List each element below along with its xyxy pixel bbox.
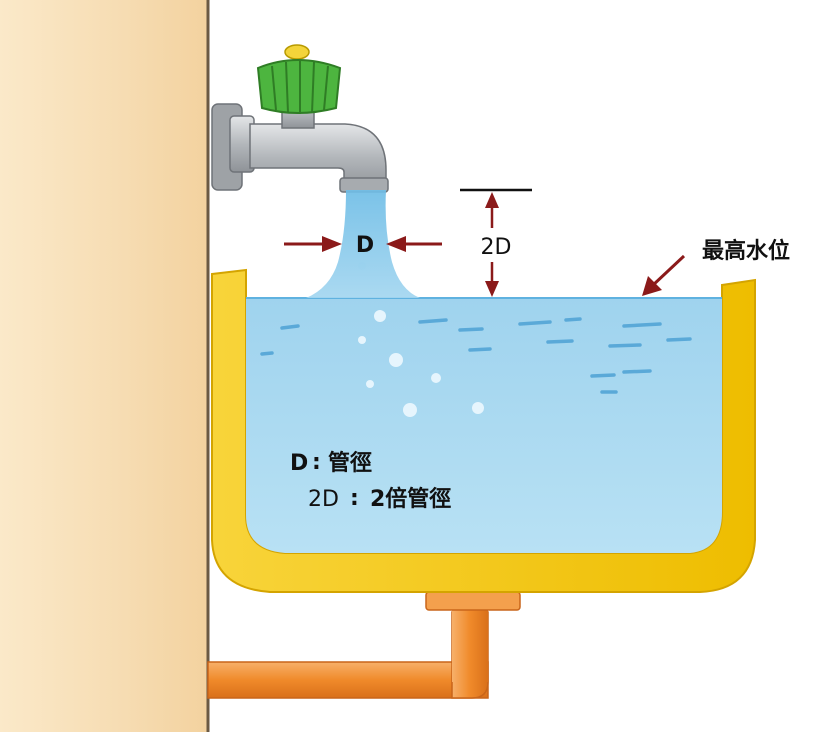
legend-2d-key: 2D xyxy=(308,487,339,512)
diameter-label: D xyxy=(356,233,374,258)
max-level-arrow xyxy=(642,256,684,296)
legend-d-value: 管徑 xyxy=(328,450,372,476)
gap-label: 2D xyxy=(481,235,512,260)
legend-2d-sep: : xyxy=(350,486,359,511)
legend-2d-value: 2倍管徑 xyxy=(370,486,451,512)
legend-d-sep: : xyxy=(312,450,321,475)
wall xyxy=(0,0,208,732)
drain-pipe xyxy=(208,592,520,698)
knob-icon xyxy=(258,45,340,114)
legend-d-key: D xyxy=(290,451,308,476)
max-level-label: 最高水位 xyxy=(702,238,790,264)
sink-basin xyxy=(212,270,755,592)
